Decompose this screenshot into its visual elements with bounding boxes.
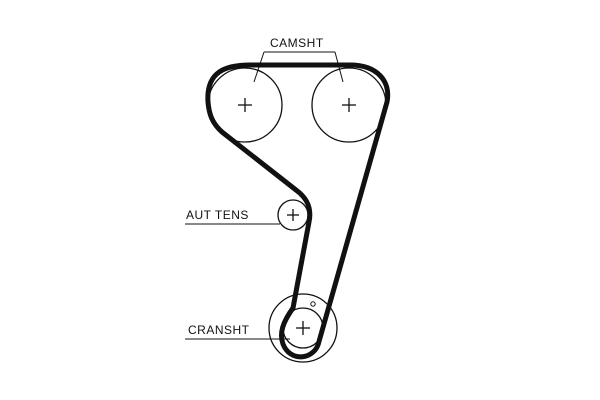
- camshaft-pulley-right: [311, 67, 387, 143]
- tensioner-pulley: [277, 199, 309, 231]
- crankshaft-pulley: [268, 293, 338, 363]
- crankshaft-label: CRANSHT: [188, 323, 250, 337]
- tensioner-label: AUT TENS: [186, 208, 249, 222]
- timing-belt: [205, 62, 391, 360]
- camshaft-leader-lines: [253, 51, 344, 83]
- crankshaft-timing-mark: [310, 301, 316, 307]
- camshaft-label: CAMSHT: [270, 36, 324, 50]
